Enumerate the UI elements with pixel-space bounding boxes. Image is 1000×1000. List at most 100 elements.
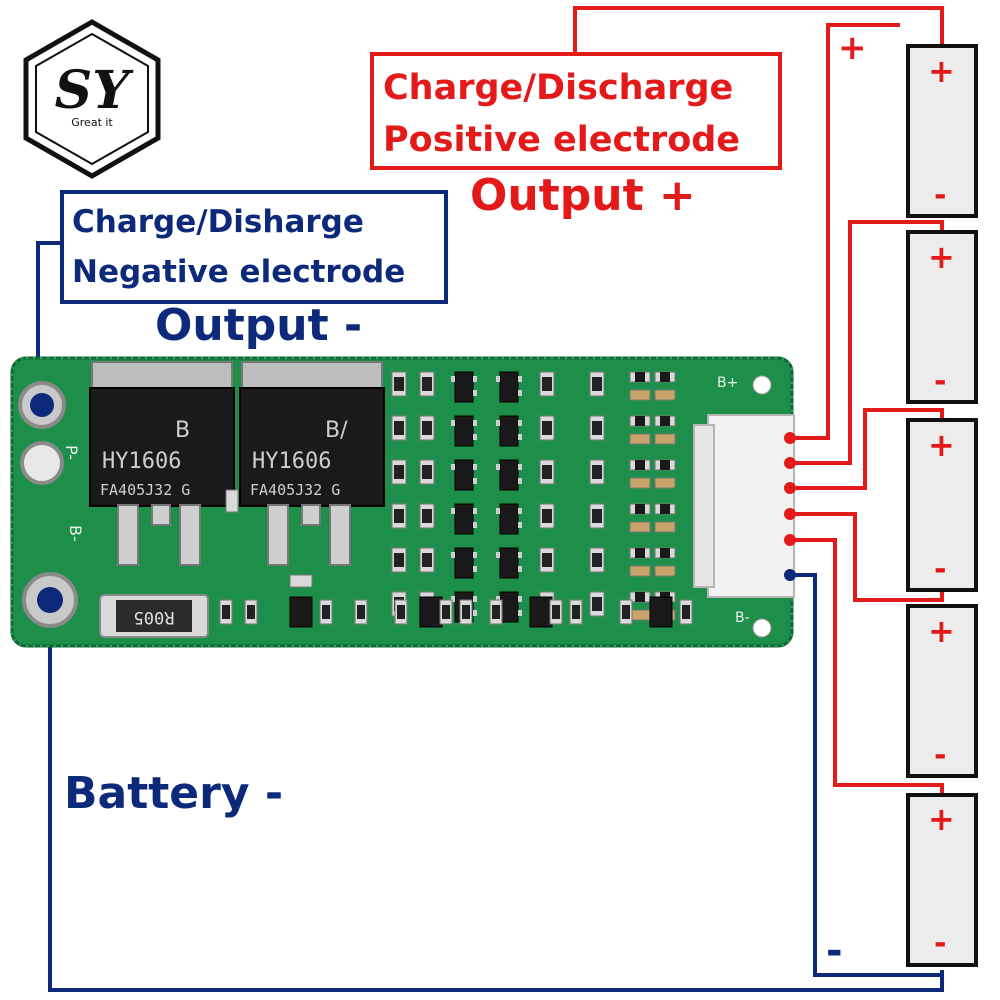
smd-part xyxy=(654,477,676,489)
negative-label-line1: Charge/Disharge xyxy=(72,204,364,240)
balance-wire-4 xyxy=(790,512,944,602)
smd-part xyxy=(496,552,500,558)
smd-part xyxy=(682,605,690,619)
smd-part xyxy=(454,371,474,403)
smd-part xyxy=(635,416,645,426)
negative-label-line2: Negative electrode xyxy=(72,254,406,290)
smd-part xyxy=(394,421,404,435)
cell-5-plus: + xyxy=(928,800,955,838)
smd-part xyxy=(442,605,450,619)
bms-board: P- B- B HY1606 FA405J32 G B/ HY1606 FA40… xyxy=(10,356,796,648)
cell-5-minus: - xyxy=(934,926,947,961)
cell-3-plus: + xyxy=(928,426,955,464)
smd-part xyxy=(473,610,477,616)
smd-part xyxy=(473,596,477,602)
smd-part xyxy=(422,509,432,523)
smd-part xyxy=(451,552,455,558)
smd-part xyxy=(635,460,645,470)
smd-part xyxy=(518,390,522,396)
smd-part xyxy=(552,605,560,619)
smd-part xyxy=(592,465,602,479)
shunt-resistor-label: R005 xyxy=(134,607,175,627)
smd-part xyxy=(394,377,404,391)
smd-part xyxy=(247,605,255,619)
smd-part xyxy=(654,433,676,445)
smd-part xyxy=(357,605,365,619)
smd-part xyxy=(473,376,477,382)
cell-1-minus: - xyxy=(934,178,947,213)
balance-connector: B+ B- xyxy=(693,375,796,638)
mosfet-2-code: FA405J32 G xyxy=(250,481,340,499)
smd-part xyxy=(499,415,519,447)
smd-part xyxy=(451,420,455,426)
smd-part xyxy=(660,504,670,514)
smd-part xyxy=(660,548,670,558)
smd-part xyxy=(394,553,404,567)
smd-part xyxy=(518,478,522,484)
smd-part xyxy=(422,553,432,567)
smd-components xyxy=(219,371,693,628)
smd-part xyxy=(629,389,651,401)
smd-part xyxy=(660,416,670,426)
logo-tagline: Great it xyxy=(71,116,113,129)
smd-part xyxy=(629,565,651,577)
smd-part xyxy=(473,390,477,396)
smd-part xyxy=(635,592,645,602)
mosfet-2: B/ HY1606 FA405J32 G xyxy=(239,361,385,566)
battery-minus-label: Battery - xyxy=(64,768,284,819)
battery-minus-wire xyxy=(48,600,944,992)
smd-part xyxy=(635,372,645,382)
smd-part xyxy=(660,372,670,382)
smd-part xyxy=(222,605,230,619)
cell-4 xyxy=(906,604,978,778)
smd-part xyxy=(499,591,519,623)
output-minus-label: Output - xyxy=(155,300,363,351)
cell-4-plus: + xyxy=(928,612,955,650)
mosfet-1: B HY1606 FA405J32 G xyxy=(89,361,235,566)
smd-part xyxy=(473,464,477,470)
smd-part xyxy=(518,434,522,440)
logo-letters: SY xyxy=(55,60,135,121)
balance-wire-3 xyxy=(790,408,944,490)
mosfet-1-model: HY1606 xyxy=(102,449,181,474)
cell-2-plus: + xyxy=(928,238,955,276)
cell-2-minus: - xyxy=(934,364,947,399)
smd-part xyxy=(473,420,477,426)
cell-3-minus: - xyxy=(934,552,947,587)
pad-p-dot xyxy=(30,393,54,417)
cell-3 xyxy=(906,418,978,592)
connector-b-plus: B+ xyxy=(717,375,738,391)
wire-minus-sign: - xyxy=(826,928,843,974)
smd-part xyxy=(454,415,474,447)
smd-part xyxy=(518,508,522,514)
smd-part xyxy=(592,377,602,391)
smd-part xyxy=(654,521,676,533)
smd-part xyxy=(225,489,239,513)
smd-part xyxy=(499,547,519,579)
mosfet-1-brand: B xyxy=(175,418,190,443)
cell-2 xyxy=(906,230,978,404)
smd-part xyxy=(473,434,477,440)
smd-part xyxy=(649,596,673,628)
smd-part xyxy=(518,522,522,528)
smd-part xyxy=(492,605,500,619)
smd-part xyxy=(592,421,602,435)
mosfet-1-code: FA405J32 G xyxy=(100,481,190,499)
positive-label-line1: Charge/Discharge xyxy=(383,68,734,108)
smd-part xyxy=(473,552,477,558)
negative-wires xyxy=(36,241,944,992)
smd-part xyxy=(518,552,522,558)
wire-plus-sign: + xyxy=(838,28,867,68)
smd-part xyxy=(592,553,602,567)
shunt-resistor: R005 xyxy=(99,594,209,638)
smd-part xyxy=(473,566,477,572)
smd-part xyxy=(654,565,676,577)
output-minus-wire xyxy=(36,241,60,405)
balance-wire-5 xyxy=(790,538,944,797)
cell-1 xyxy=(906,44,978,218)
smd-part xyxy=(542,421,552,435)
smd-part xyxy=(499,503,519,535)
smd-part xyxy=(397,605,405,619)
connector-b-minus: B- xyxy=(735,610,750,626)
